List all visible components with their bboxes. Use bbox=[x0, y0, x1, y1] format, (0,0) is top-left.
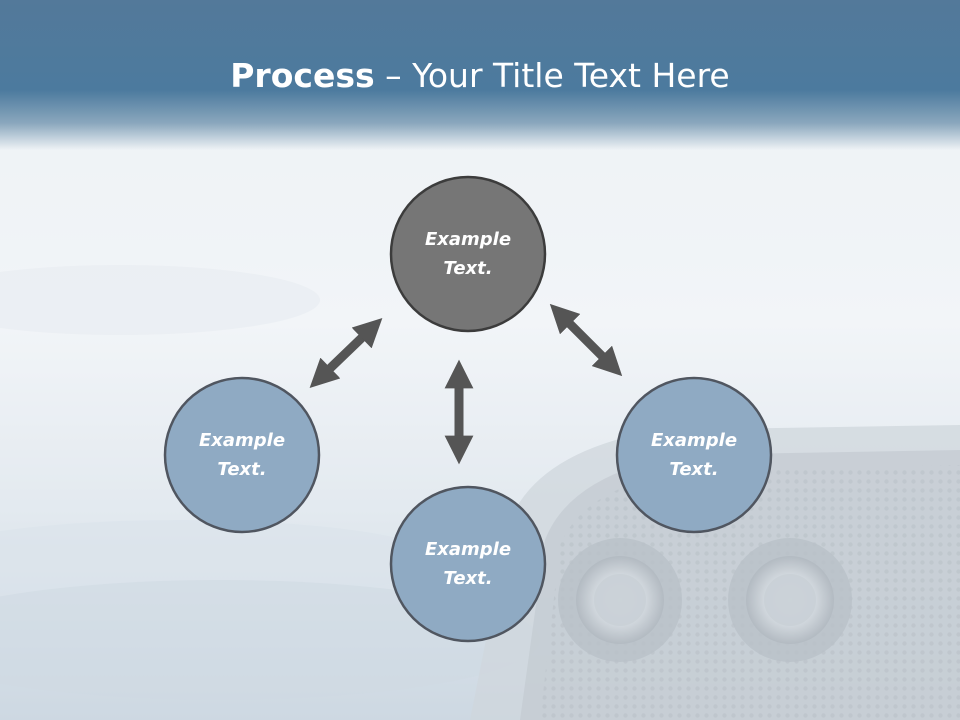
node-bottom-line2: Text. bbox=[443, 568, 493, 589]
title-bar bbox=[0, 0, 960, 150]
node-left-line2: Text. bbox=[217, 459, 267, 480]
title-bold: Process bbox=[230, 56, 375, 95]
node-bottom-label: Example Text. bbox=[390, 535, 546, 593]
title-rest: – Your Title Text Here bbox=[374, 56, 730, 95]
node-top bbox=[389, 175, 547, 333]
slide-title: Process – Your Title Text Here bbox=[0, 54, 960, 98]
node-right bbox=[615, 376, 773, 534]
node-top-line2: Text. bbox=[443, 258, 493, 279]
node-right-label: Example Text. bbox=[616, 426, 772, 484]
node-left-label: Example Text. bbox=[164, 426, 320, 484]
node-left-line1: Example bbox=[198, 430, 286, 451]
node-left bbox=[163, 376, 321, 534]
arrow-top-left bbox=[309, 318, 383, 388]
node-right-line2: Text. bbox=[669, 459, 719, 480]
node-top-line1: Example bbox=[424, 229, 512, 250]
node-top-label: Example Text. bbox=[390, 225, 546, 283]
node-right-line1: Example bbox=[650, 430, 738, 451]
node-bottom-line1: Example bbox=[424, 539, 512, 560]
node-bottom bbox=[389, 485, 547, 643]
arrow-top-right bbox=[549, 303, 623, 377]
